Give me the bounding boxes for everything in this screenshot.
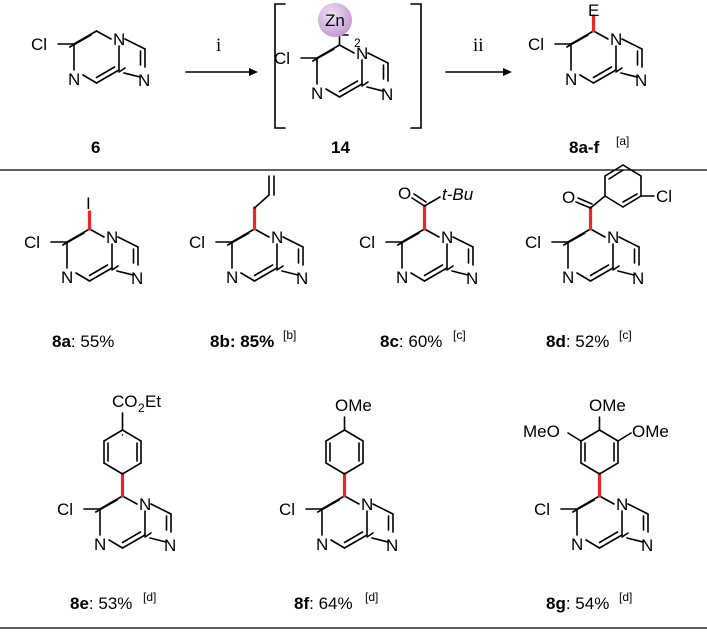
svg-text:N: N — [316, 535, 328, 554]
svg-text:N: N — [356, 44, 368, 63]
svg-text:O: O — [562, 188, 575, 207]
svg-text:N: N — [641, 536, 653, 555]
svg-text:t-Bu: t-Bu — [442, 185, 474, 204]
svg-text:N: N — [139, 495, 151, 514]
compound-8d-caption: 8d: 52% [c] — [546, 328, 632, 351]
svg-text:N: N — [311, 84, 323, 103]
svg-text:OMe: OMe — [335, 396, 372, 415]
svg-text:N: N — [610, 30, 622, 49]
svg-text:Cl: Cl — [274, 49, 290, 68]
intermediate-brackets — [274, 3, 422, 129]
svg-text:[d]: [d] — [619, 590, 632, 604]
compound-8e-structure: Cl N N N CO 2 Et — [57, 392, 176, 555]
svg-text:N: N — [131, 269, 143, 288]
svg-text:Cl: Cl — [189, 233, 205, 252]
svg-text:N: N — [562, 268, 574, 287]
svg-text:O: O — [398, 184, 411, 203]
compound-8c-caption: 8c: 60% [c] — [380, 328, 466, 351]
compound-8f-structure: Cl N N N OMe — [279, 396, 398, 555]
svg-text:N: N — [632, 269, 644, 288]
product-8af-structure: Cl N N N — [528, 14, 647, 90]
compound-8e-caption: 8e: 53% [d] — [70, 590, 156, 613]
svg-text:8e: 53%: 8e: 53% — [70, 594, 132, 613]
svg-text:N: N — [607, 228, 619, 247]
zinc-sphere — [318, 3, 352, 37]
svg-text:OMe: OMe — [632, 422, 669, 441]
zinc-label: Zn — [325, 11, 345, 30]
svg-text:Cl: Cl — [528, 35, 544, 54]
svg-text:8g: 54%: 8g: 54% — [546, 594, 609, 613]
step-ii-label: ii — [473, 35, 484, 56]
svg-text:Cl: Cl — [279, 500, 295, 519]
compound-8g-structure: Cl N N N OMe MeO OMe — [523, 396, 669, 555]
svg-text:N: N — [138, 71, 150, 90]
svg-text:MeO: MeO — [523, 422, 560, 441]
svg-text:N: N — [616, 495, 628, 514]
svg-text:Cl: Cl — [24, 233, 40, 252]
compound-8b-structure: Cl N N N — [189, 175, 308, 288]
svg-text:N: N — [571, 535, 583, 554]
svg-text:2: 2 — [138, 401, 145, 415]
svg-text:Cl: Cl — [359, 233, 375, 252]
product-e-label: E — [588, 1, 599, 20]
iodine-label: I — [86, 194, 91, 213]
svg-text:Cl: Cl — [525, 233, 541, 252]
svg-text:N: N — [68, 70, 80, 89]
svg-text:N: N — [94, 535, 106, 554]
svg-text:Cl: Cl — [656, 187, 672, 206]
compound-6-structure: Cl N N N — [31, 30, 150, 90]
svg-text:[c]: [c] — [619, 328, 632, 342]
svg-text:N: N — [635, 71, 647, 90]
compound-8c-structure: Cl N N N O t-Bu — [359, 184, 478, 288]
svg-text:8b: 85%: 8b: 85% — [210, 332, 274, 351]
svg-text:N: N — [386, 536, 398, 555]
svg-text:N: N — [565, 70, 577, 89]
compound-8g-caption: 8g: 54% [d] — [546, 590, 632, 613]
compound-8d-structure: Cl N N N O Cl — [525, 164, 672, 288]
svg-text:Cl: Cl — [57, 500, 73, 519]
svg-text:N: N — [396, 268, 408, 287]
svg-text:N: N — [441, 228, 453, 247]
svg-text:N: N — [61, 268, 73, 287]
svg-text:8f: 64%: 8f: 64% — [294, 594, 353, 613]
svg-text:[d]: [d] — [365, 590, 378, 604]
compound-8a-structure: Cl N N N — [24, 210, 143, 288]
svg-text:N: N — [106, 228, 118, 247]
compound-8b-caption: 8b: 85% [b] — [210, 328, 296, 351]
svg-text:Et: Et — [145, 392, 161, 411]
svg-text:8d: 52%: 8d: 52% — [546, 332, 609, 351]
svg-text:8a: 55%: 8a: 55% — [52, 332, 114, 351]
compound-6-label: 6 — [91, 138, 100, 157]
arrow-step-i — [185, 68, 258, 76]
svg-text:N: N — [164, 536, 176, 555]
svg-text:CO: CO — [112, 392, 138, 411]
svg-text:N: N — [271, 228, 283, 247]
svg-text:N: N — [113, 30, 125, 49]
svg-text:N: N — [296, 269, 308, 288]
svg-text:N: N — [381, 85, 393, 104]
compound-8f-caption: 8f: 64% [d] — [294, 590, 378, 613]
svg-text:N: N — [226, 268, 238, 287]
product-8af-label: 8a-f — [569, 138, 600, 157]
svg-text:[c]: [c] — [453, 328, 466, 342]
svg-text:Cl: Cl — [31, 35, 47, 54]
arrow-step-ii — [445, 68, 512, 76]
svg-text:N: N — [466, 269, 478, 288]
svg-text:[d]: [d] — [143, 590, 156, 604]
compound-14-structure: Cl N N N — [274, 33, 393, 104]
svg-text:[b]: [b] — [283, 328, 296, 342]
zinc-count: 2 — [354, 36, 361, 50]
svg-text:Cl: Cl — [534, 500, 550, 519]
product-8af-note: [a] — [616, 134, 629, 148]
compound-8a-caption: 8a: 55% — [52, 332, 114, 351]
compound-14-label: 14 — [331, 138, 350, 157]
svg-text:N: N — [361, 495, 373, 514]
step-i-label: i — [216, 35, 221, 56]
svg-text:8c: 60%: 8c: 60% — [380, 332, 442, 351]
svg-text:OMe: OMe — [589, 396, 626, 415]
